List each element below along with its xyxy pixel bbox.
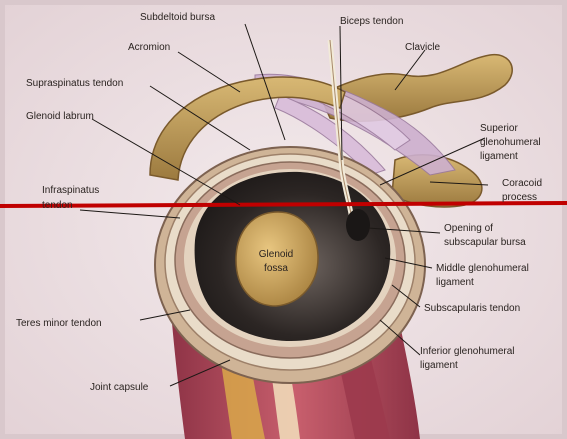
- label-clavicle: Clavicle: [405, 42, 440, 53]
- label-superior-ghl-1: Superior: [480, 123, 518, 134]
- label-supraspinatus-tendon: Supraspinatus tendon: [26, 78, 123, 89]
- label-coracoid-2: process: [502, 192, 537, 203]
- label-middle-ghl-2: ligament: [436, 277, 474, 288]
- label-infraspinatus-1: Infraspinatus: [42, 185, 99, 196]
- label-biceps-tendon: Biceps tendon: [340, 16, 403, 27]
- label-glenoid-fossa-1: Glenoid: [259, 249, 293, 260]
- label-superior-ghl-2: glenohumeral: [480, 137, 541, 148]
- label-glenoid-fossa-2: fossa: [264, 263, 288, 274]
- label-subdeltoid-bursa: Subdeltoid bursa: [140, 12, 215, 23]
- label-opening-1: Opening of: [444, 223, 493, 234]
- label-opening-2: subscapular bursa: [444, 237, 526, 248]
- label-acromion: Acromion: [128, 42, 170, 53]
- label-joint-capsule: Joint capsule: [90, 382, 149, 393]
- label-teres-minor-tendon: Teres minor tendon: [16, 318, 102, 329]
- label-superior-ghl-3: ligament: [480, 151, 518, 162]
- label-inferior-ghl-2: ligament: [420, 360, 458, 371]
- label-glenoid-labrum: Glenoid labrum: [26, 111, 94, 122]
- label-subscapularis-tendon: Subscapularis tendon: [424, 303, 520, 314]
- label-middle-ghl-1: Middle glenohumeral: [436, 263, 529, 274]
- label-infraspinatus-2: tendon: [42, 200, 73, 211]
- label-inferior-ghl-1: Inferior glenohumeral: [420, 346, 515, 357]
- label-coracoid-1: Coracoid: [502, 178, 542, 189]
- subscapular-bursa-opening: [346, 209, 370, 241]
